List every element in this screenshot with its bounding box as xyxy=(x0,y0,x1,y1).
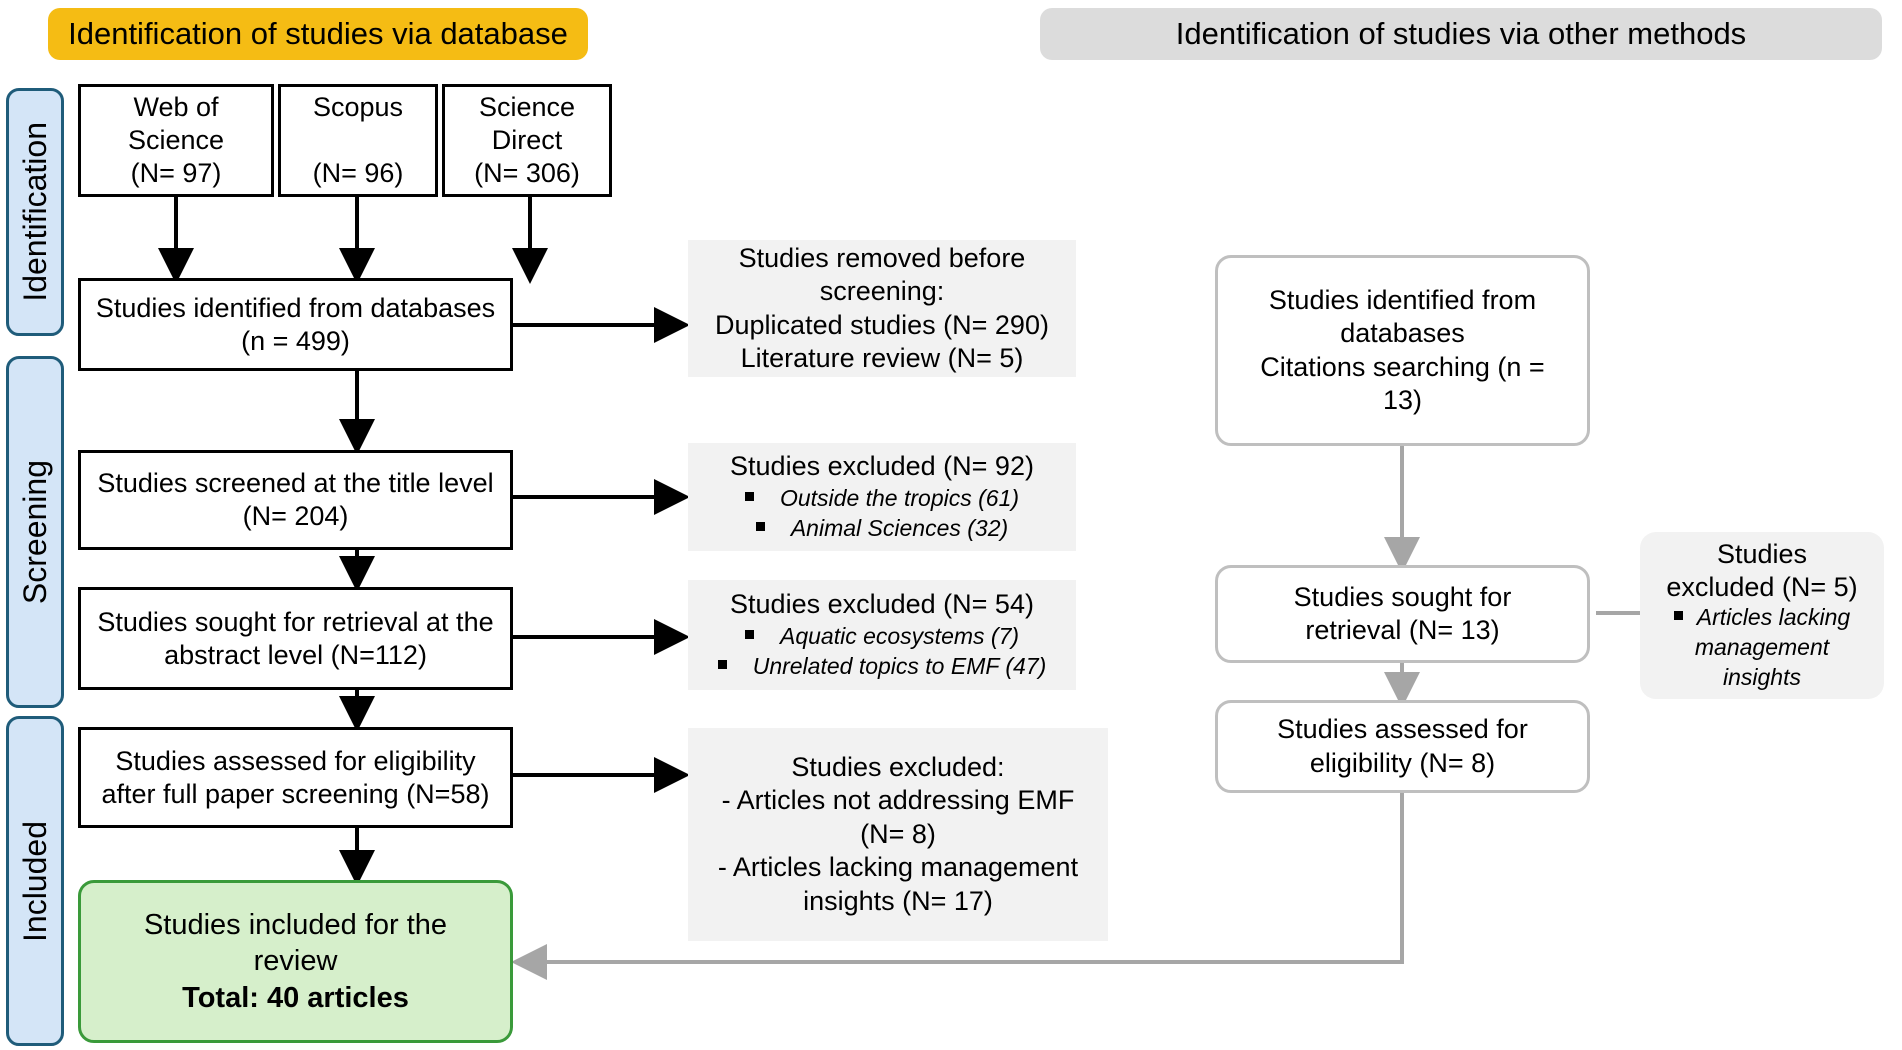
source-scopus-count: (N= 96) xyxy=(312,158,404,188)
excluded-abstract-heading: Studies excluded (N= 54) xyxy=(730,589,1034,620)
box-studies-identified-databases: Studies identified from databases (n = 4… xyxy=(78,278,513,371)
box-removed-before-screening: Studies removed before screening: Duplic… xyxy=(688,240,1076,377)
excluded-fulltext-line3: - Articles lacking management xyxy=(717,852,1079,883)
stage-label-screening-text: Screening xyxy=(16,459,53,605)
source-web-of-science-line1: Web of xyxy=(133,92,219,123)
citations-line2: databases xyxy=(1340,318,1465,349)
removed-line4: Literature review (N= 5) xyxy=(740,342,1024,373)
sought-retrieval-line2: retrieval (N= 13) xyxy=(1305,615,1500,645)
source-scopus-line1: Scopus xyxy=(312,92,404,123)
studies-identified-line2: (n = 499) xyxy=(241,325,350,356)
excluded-title-heading: Studies excluded (N= 92) xyxy=(730,451,1034,482)
excluded-other-heading-line2: excluded (N= 5) xyxy=(1666,571,1858,602)
box-studies-sought-abstract: Studies sought for retrieval at the abst… xyxy=(78,587,513,690)
source-box-scopus: Scopus (N= 96) xyxy=(278,84,438,197)
citations-line1: Studies identified from xyxy=(1268,284,1537,315)
source-science-direct-count: (N= 306) xyxy=(474,157,580,188)
excluded-abstract-bullets: Aquatic ecosystems (7) Unrelated topics … xyxy=(696,622,1068,682)
sought-abstract-line2: abstract level (N=112) xyxy=(164,639,427,670)
source-science-direct-line1: Science xyxy=(478,92,576,123)
list-item: Unrelated topics to EMF (47) xyxy=(696,652,1068,682)
excluded-fulltext-line2: (N= 8) xyxy=(860,818,936,849)
assessed-other-line2: eligibility (N= 8) xyxy=(1309,747,1496,778)
banner-identification-other: Identification of studies via other meth… xyxy=(1040,8,1882,60)
box-assessed-eligibility-other: Studies assessed for eligibility (N= 8) xyxy=(1215,700,1590,793)
assessed-other-line1: Studies assessed for xyxy=(1277,714,1528,745)
excluded-title-item-1: Animal Sciences (32) xyxy=(790,514,1009,541)
box-excluded-abstract-level: Studies excluded (N= 54) Aquatic ecosyst… xyxy=(688,580,1076,690)
list-item: Outside the tropics (61) xyxy=(696,484,1068,514)
studies-identified-line1: Studies identified from databases xyxy=(95,292,496,323)
list-item: Articles lacking management insights xyxy=(1648,603,1876,693)
screened-title-line1: Studies screened at the title level xyxy=(97,468,494,499)
stage-label-screening: Screening xyxy=(6,356,64,708)
included-line2: review xyxy=(253,945,338,978)
excluded-title-bullets: Outside the tropics (61) Animal Sciences… xyxy=(696,484,1068,544)
box-studies-assessed-eligibility: Studies assessed for eligibility after f… xyxy=(78,727,513,828)
removed-line2: screening: xyxy=(819,276,945,307)
source-science-direct-line2: Direct xyxy=(491,125,563,156)
sought-retrieval-line1: Studies sought for xyxy=(1293,581,1512,612)
sought-abstract-line1: Studies sought for retrieval at the xyxy=(97,606,494,637)
box-identified-citations: Studies identified from databases Citati… xyxy=(1215,255,1590,446)
removed-line1: Studies removed before xyxy=(738,242,1026,273)
excluded-abstract-item-1: Unrelated topics to EMF (47) xyxy=(752,652,1047,679)
assessed-eligibility-line2: after full paper screening (N=58) xyxy=(101,778,490,809)
stage-label-included: Included xyxy=(6,716,64,1046)
banner-other-label: Identification of studies via other meth… xyxy=(1175,15,1747,51)
bullet-square-icon xyxy=(744,630,754,640)
box-studies-included-review: Studies included for the review Total: 4… xyxy=(78,880,513,1043)
box-excluded-other-methods: Studies excluded (N= 5) Articles lacking… xyxy=(1640,532,1884,699)
source-web-of-science-line2: Science xyxy=(127,125,225,156)
removed-line3: Duplicated studies (N= 290) xyxy=(715,309,1049,340)
stage-label-identification: Identification xyxy=(6,88,64,336)
box-studies-screened-title: Studies screened at the title level (N= … xyxy=(78,450,513,550)
stage-label-included-text: Included xyxy=(16,820,53,942)
excluded-other-item-0: Articles lacking management insights xyxy=(1694,604,1851,690)
source-box-web-of-science: Web of Science (N= 97) xyxy=(78,84,274,197)
box-excluded-full-text: Studies excluded: - Articles not address… xyxy=(688,728,1108,941)
bullet-square-icon xyxy=(744,492,754,502)
excluded-other-heading-line1: Studies xyxy=(1716,539,1808,570)
excluded-abstract-item-0: Aquatic ecosystems (7) xyxy=(779,622,1020,649)
excluded-other-bullets: Articles lacking management insights xyxy=(1648,603,1876,693)
bullet-square-icon xyxy=(1673,611,1683,621)
source-box-science-direct: Science Direct (N= 306) xyxy=(442,84,612,197)
stage-label-identification-text: Identification xyxy=(16,122,53,302)
list-item: Animal Sciences (32) xyxy=(696,514,1068,544)
banner-database-label: Identification of studies via database xyxy=(68,15,568,51)
screened-title-line2: (N= 204) xyxy=(242,501,349,531)
excluded-fulltext-heading: Studies excluded: xyxy=(791,751,1005,782)
included-total: Total: 40 articles xyxy=(182,981,409,1014)
box-excluded-title-level: Studies excluded (N= 92) Outside the tro… xyxy=(688,443,1076,551)
assessed-eligibility-line1: Studies assessed for eligibility xyxy=(115,745,476,776)
included-line1: Studies included for the xyxy=(143,909,448,942)
citations-line4: 13) xyxy=(1382,384,1423,415)
excluded-title-item-0: Outside the tropics (61) xyxy=(779,484,1020,511)
citations-line3: Citations searching (n = xyxy=(1260,351,1545,382)
excluded-fulltext-line1: - Articles not addressing EMF xyxy=(721,785,1075,816)
box-sought-retrieval-other: Studies sought for retrieval (N= 13) xyxy=(1215,565,1590,663)
list-item: Aquatic ecosystems (7) xyxy=(696,622,1068,652)
source-web-of-science-count: (N= 97) xyxy=(130,157,222,188)
bullet-square-icon xyxy=(717,660,727,670)
bullet-square-icon xyxy=(755,522,765,532)
excluded-fulltext-line4: insights (N= 17) xyxy=(803,885,993,916)
banner-identification-database: Identification of studies via database xyxy=(48,8,588,60)
